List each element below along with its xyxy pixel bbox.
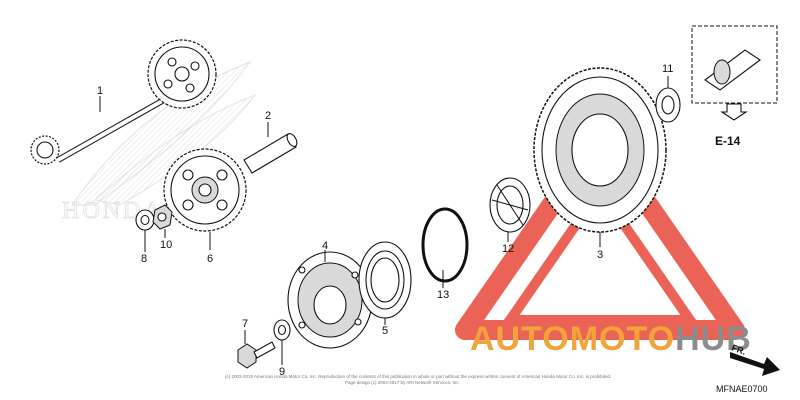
watermark-auto: AUTO bbox=[470, 320, 570, 358]
part-number-3: 3 bbox=[597, 249, 603, 261]
copyright-line-2: Page design (c) 2003-2017 by ARI Network… bbox=[345, 380, 460, 385]
part-number-8: 8 bbox=[141, 253, 147, 265]
part-13-snap-ring bbox=[421, 207, 469, 283]
part-12-needle-bearing bbox=[489, 177, 531, 233]
front-label: FR. bbox=[730, 342, 747, 356]
part-3-starter-driven-gear bbox=[533, 67, 667, 233]
part-number-4: 4 bbox=[322, 240, 328, 252]
reference-inset: E-14 bbox=[691, 25, 778, 148]
part-9-washer bbox=[273, 319, 291, 341]
brand-watermark: AUTOMOTOHUB bbox=[470, 320, 752, 358]
part-number-labels: 1 2 3 4 5 6 7 8 9 10 11 12 13 bbox=[97, 63, 673, 378]
part-1-shaft-gear-assembly bbox=[30, 39, 217, 165]
part-6-gear bbox=[163, 148, 247, 232]
watermark-hub: HUB bbox=[675, 320, 752, 358]
part-number-9: 9 bbox=[279, 366, 285, 378]
part-11-thrust-washer bbox=[655, 87, 681, 123]
part-2-collar-tube bbox=[243, 133, 298, 174]
front-direction-indicator: FR. bbox=[730, 342, 780, 376]
part-5-one-way-clutch bbox=[358, 241, 412, 319]
part-number-11: 11 bbox=[662, 63, 673, 75]
part-8-washer bbox=[135, 209, 155, 231]
part-number-7: 7 bbox=[242, 318, 248, 330]
part-number-1: 1 bbox=[97, 85, 103, 97]
part-10-nut bbox=[152, 204, 173, 230]
part-4-starter-clutch-outer bbox=[287, 251, 373, 349]
svg-text:AUTOMOTOHUB: AUTOMOTOHUB bbox=[470, 320, 752, 358]
front-arrow-icon bbox=[730, 352, 780, 376]
part-number-2: 2 bbox=[265, 110, 271, 122]
reference-label: E-14 bbox=[715, 134, 741, 148]
triangle-watermark bbox=[455, 125, 745, 340]
copyright-line-1: (c) 2003-2019 American Honda Motor Co. I… bbox=[225, 374, 611, 379]
part-number-12: 12 bbox=[502, 243, 514, 255]
leader-lines bbox=[99, 76, 669, 365]
part-number-6: 6 bbox=[207, 253, 213, 265]
part-number-10: 10 bbox=[160, 239, 172, 251]
watermark-moto: MOTO bbox=[570, 320, 675, 358]
part-7-bolt bbox=[237, 341, 276, 369]
diagram-code: MFNAE0700 bbox=[716, 384, 768, 394]
part-number-13: 13 bbox=[437, 289, 449, 301]
part-number-5: 5 bbox=[382, 325, 388, 337]
